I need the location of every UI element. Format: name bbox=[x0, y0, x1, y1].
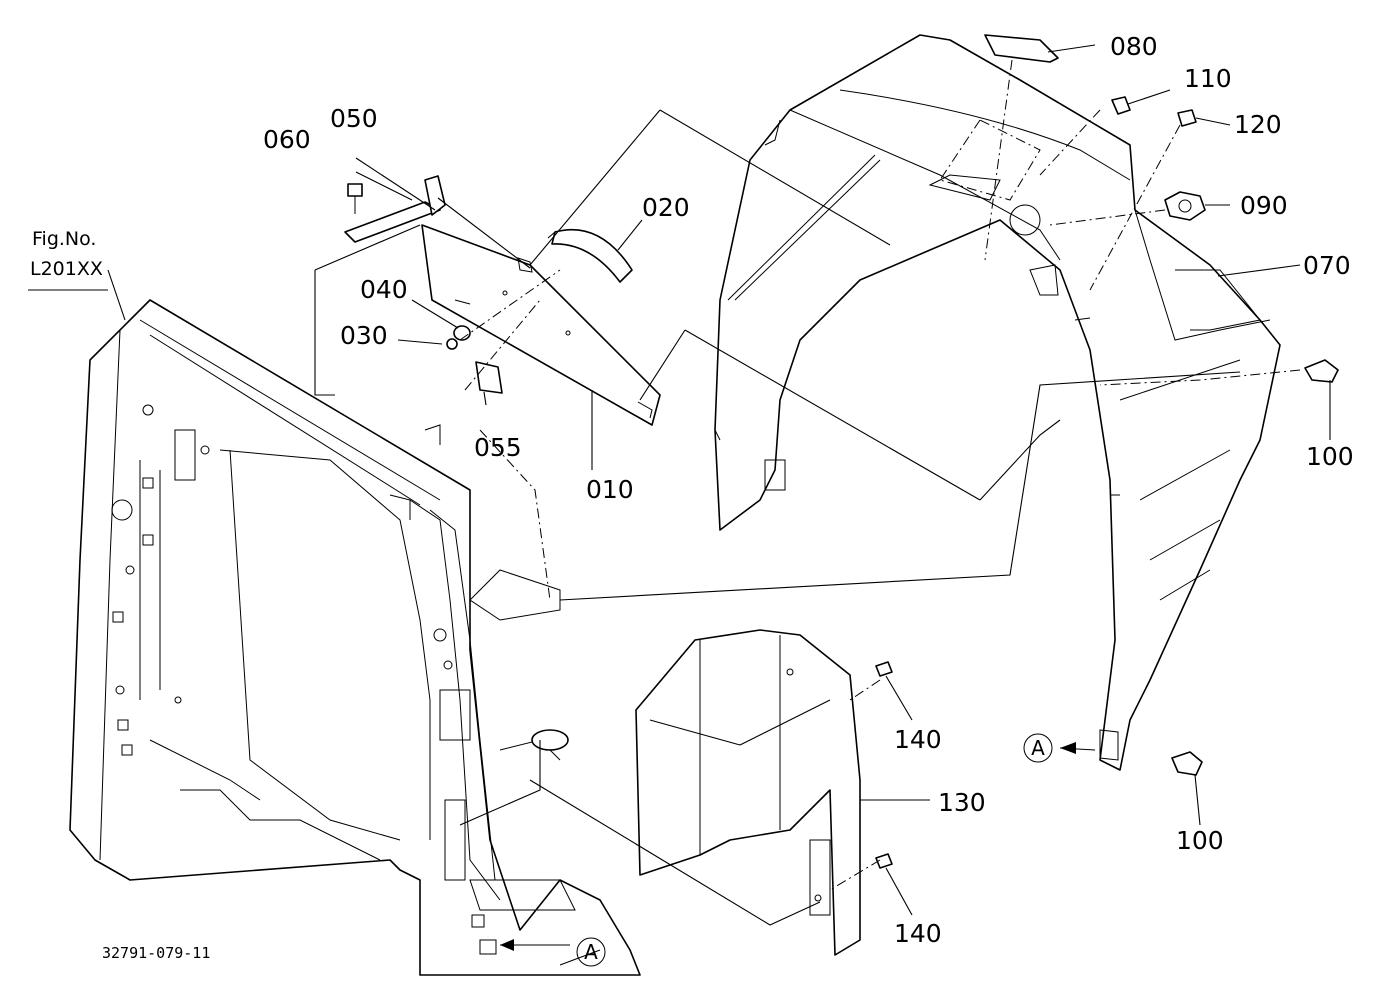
center-lines bbox=[459, 59, 1301, 891]
callout-055: 055 bbox=[474, 433, 522, 462]
callout-140-bottom: 140 bbox=[894, 919, 942, 948]
callout-100-top: 100 bbox=[1306, 442, 1354, 471]
figure-reference: Fig.No. L201XX bbox=[30, 228, 103, 280]
bonnet-070 bbox=[714, 34, 1281, 771]
cap-080 bbox=[984, 34, 1059, 63]
figure-reference-line1: Fig.No. bbox=[32, 228, 96, 250]
small-parts-030-040 bbox=[446, 325, 471, 350]
callout-110: 110 bbox=[1184, 64, 1232, 93]
callout-020: 020 bbox=[642, 193, 690, 222]
screws-140 bbox=[875, 661, 893, 869]
callout-050: 050 bbox=[330, 104, 378, 133]
callout-labels: 010 020 030 040 050 055 060 070 080 090 … bbox=[263, 32, 1354, 948]
callout-080: 080 bbox=[1110, 32, 1158, 61]
callout-100-bottom: 100 bbox=[1176, 826, 1224, 855]
nut-090 bbox=[1164, 191, 1206, 221]
callout-040: 040 bbox=[360, 275, 408, 304]
callout-060: 060 bbox=[263, 125, 311, 154]
plate-055 bbox=[475, 361, 503, 394]
meter-panel-010 bbox=[421, 224, 661, 426]
callout-010: 010 bbox=[586, 475, 634, 504]
reference-marker-letter: A bbox=[1031, 736, 1045, 760]
meter-ring-020 bbox=[547, 228, 633, 283]
bolts-100 bbox=[1171, 359, 1339, 776]
cover-panel-130 bbox=[635, 629, 861, 956]
drawing-number: 32791-079-11 bbox=[102, 944, 210, 962]
reference-marker-a-right: A bbox=[1023, 733, 1053, 763]
callout-130: 130 bbox=[938, 788, 986, 817]
front-panel-assembly bbox=[69, 299, 641, 976]
bracket-050 bbox=[344, 175, 446, 243]
reference-marker-a-left: A bbox=[576, 937, 606, 967]
leader-lines bbox=[28, 44, 1331, 966]
callout-070: 070 bbox=[1303, 251, 1351, 280]
callout-030: 030 bbox=[340, 321, 388, 350]
bolt-060 bbox=[347, 183, 363, 214]
bolts-110-120 bbox=[1111, 96, 1197, 127]
figure-reference-line2: L201XX bbox=[30, 258, 103, 280]
arrows bbox=[500, 742, 1076, 951]
callout-120: 120 bbox=[1234, 110, 1282, 139]
callout-090: 090 bbox=[1240, 191, 1288, 220]
reference-marker-letter: A bbox=[584, 940, 598, 964]
callout-140-top: 140 bbox=[894, 725, 942, 754]
